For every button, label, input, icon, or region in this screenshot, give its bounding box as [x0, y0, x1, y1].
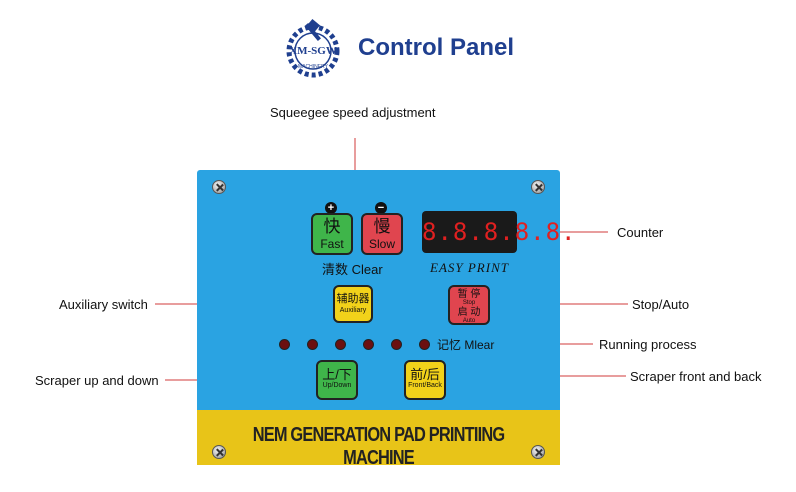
plus-icon: +: [325, 202, 337, 214]
screw-icon: [531, 180, 545, 194]
callout-running: Running process: [599, 337, 697, 352]
led-indicator: [419, 339, 430, 350]
screw-icon: [212, 180, 226, 194]
callout-squeegee: Squeegee speed adjustment: [270, 105, 436, 120]
frontback-button-en: Front/Back: [408, 382, 442, 389]
logo-subtext: MACHINERY: [298, 64, 329, 70]
screw-icon: [531, 445, 545, 459]
screw-icon: [212, 445, 226, 459]
frontback-button-cn: 前/后: [410, 367, 440, 382]
clear-label: 清数 Clear: [322, 262, 383, 277]
stop-cn: 暂 停: [457, 289, 481, 300]
auxiliary-button[interactable]: 辅助器 Auxiliary: [333, 285, 373, 323]
auto-cn: 启 动: [457, 307, 481, 318]
updown-button-en: Up/Down: [322, 382, 352, 389]
memory-label: 记忆 Mlear: [437, 338, 495, 352]
auto-en: Auto: [462, 318, 476, 324]
updown-button[interactable]: 上/下 Up/Down: [316, 360, 358, 400]
easy-print-label: EASY PRINT: [430, 260, 509, 275]
auxiliary-button-en: Auxiliary: [339, 307, 367, 314]
stop-auto-button[interactable]: 暂 停 Stop 启 动 Auto: [448, 285, 490, 325]
led-indicator: [335, 339, 346, 350]
slow-button-en: Slow: [368, 237, 395, 251]
slow-button-cn: 慢: [373, 217, 391, 236]
callout-stop-auto: Stop/Auto: [632, 297, 690, 312]
logo-text: XM-SGW: [289, 45, 337, 57]
led-indicator: [363, 339, 374, 350]
slow-button[interactable]: 慢 Slow: [361, 213, 403, 255]
callout-frontback: Scraper front and back: [630, 369, 762, 384]
company-logo: XM-SGW MACHINERY: [286, 18, 340, 78]
callout-updown: Scraper up and down: [35, 373, 159, 388]
updown-button-cn: 上/下: [322, 367, 352, 382]
led-indicator: [391, 339, 402, 350]
led-indicator: [279, 339, 290, 350]
minus-icon: −: [375, 202, 387, 214]
fast-button-en: Fast: [320, 237, 344, 251]
machine-name-strip: [197, 410, 560, 465]
page-title: Control Panel: [358, 34, 515, 61]
fast-button-cn: 快: [323, 217, 341, 236]
frontback-button[interactable]: 前/后 Front/Back: [404, 360, 446, 400]
stop-en: Stop: [462, 300, 476, 306]
fast-button[interactable]: 快 Fast: [311, 213, 353, 255]
led-indicator: [307, 339, 318, 350]
callout-counter: Counter: [617, 225, 664, 240]
counter-display: 8.8.8.8.8.: [422, 211, 576, 253]
auxiliary-button-cn: 辅助器: [336, 293, 370, 305]
machine-name: NEM GENERATION PAD PRINTIING MACHINE: [252, 424, 505, 469]
callout-auxiliary: Auxiliary switch: [59, 297, 148, 312]
